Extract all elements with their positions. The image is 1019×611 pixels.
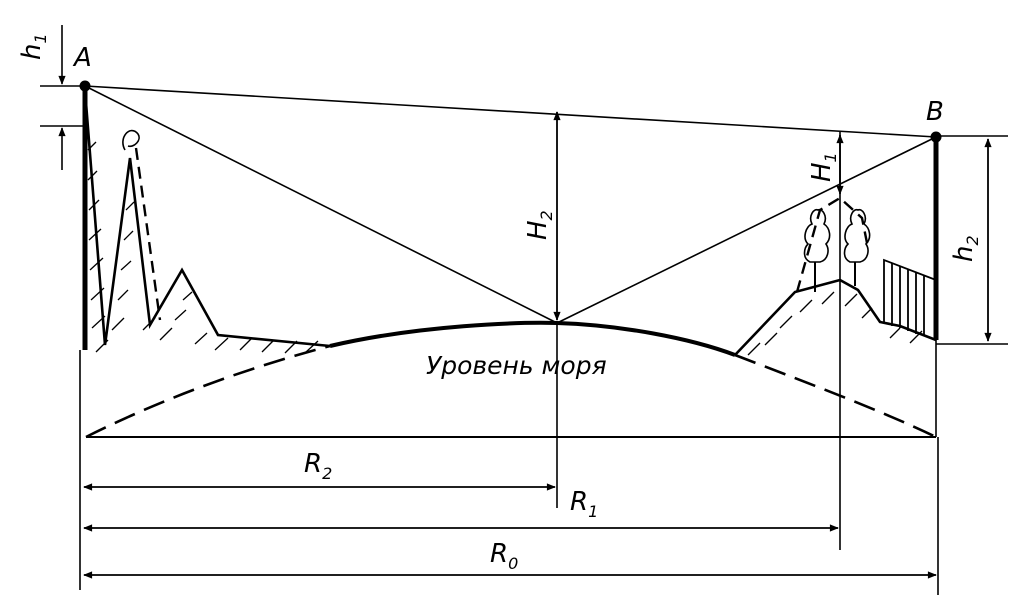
h1-dimension xyxy=(40,25,85,170)
right-terrain xyxy=(734,196,937,356)
building xyxy=(883,258,937,336)
r0-label: R0 xyxy=(490,539,518,573)
left-terrain xyxy=(83,89,331,354)
h2-upper-label: H2 xyxy=(523,210,556,240)
svg-text:h2: h2 xyxy=(949,235,982,262)
r1-label: R1 xyxy=(570,487,598,521)
point-b-label: B xyxy=(926,97,944,127)
reference-lines xyxy=(79,132,939,595)
h1-upper-label: H1 xyxy=(807,152,840,182)
h2-label: h2 xyxy=(949,235,982,262)
r2-label: R2 xyxy=(304,449,332,483)
svg-text:h1: h1 xyxy=(17,33,50,60)
point-a-label: A xyxy=(72,43,92,73)
sea-level-caption: Уровень моря xyxy=(426,351,607,380)
tree-2 xyxy=(843,208,871,286)
svg-text:H1: H1 xyxy=(807,152,840,182)
tree-1 xyxy=(803,208,831,292)
svg-text:H2: H2 xyxy=(523,210,556,240)
h1-label: h1 xyxy=(17,33,50,60)
h2-dimension xyxy=(936,135,1008,345)
ray-lines xyxy=(84,85,937,324)
